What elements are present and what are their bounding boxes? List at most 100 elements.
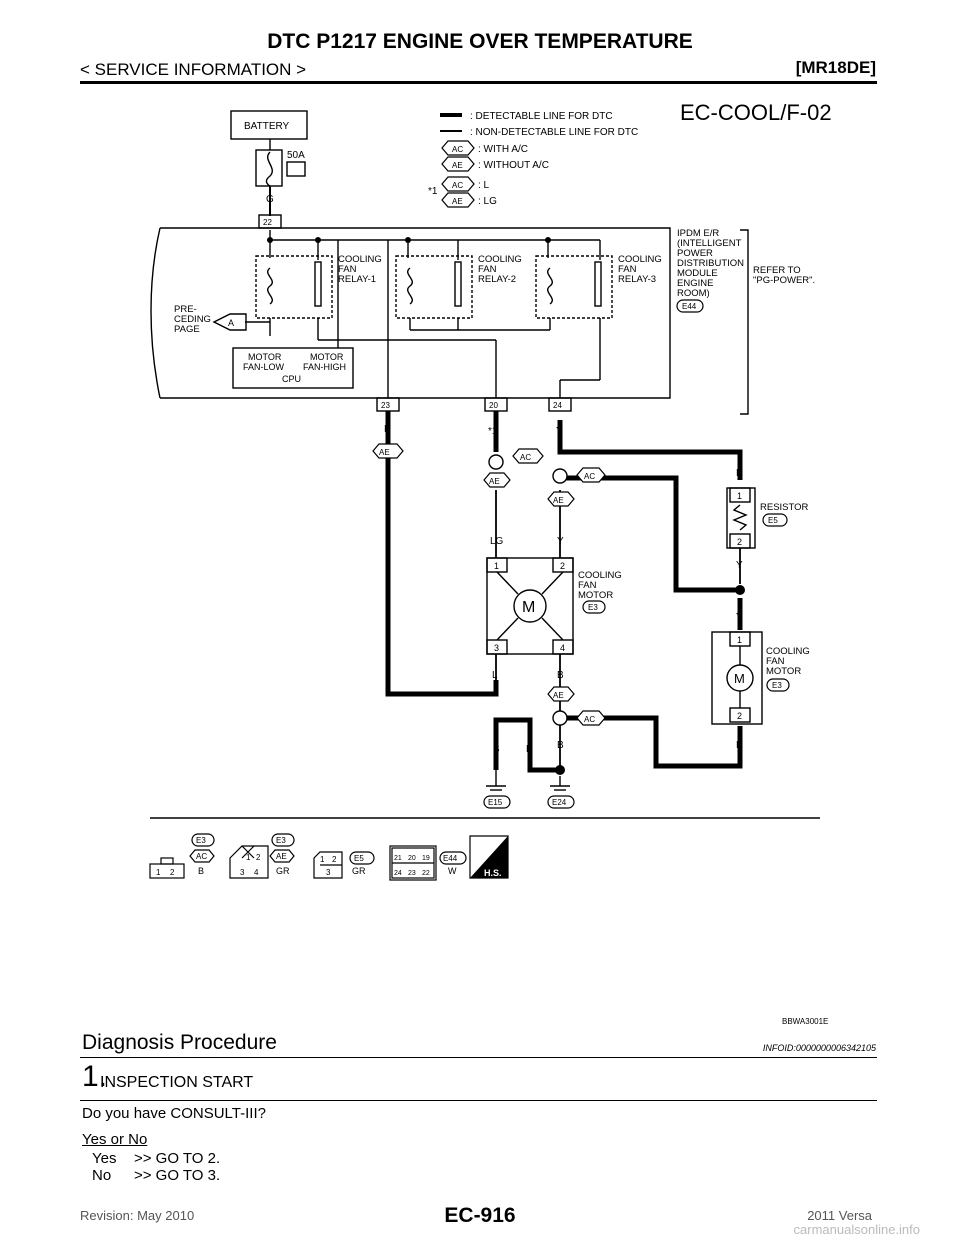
tag-ae-b: AE xyxy=(553,691,564,700)
legend-l: : L xyxy=(478,180,490,191)
answer-yes: Yes >> GO TO 2. xyxy=(92,1150,220,1167)
legend-tag-ac: AC xyxy=(452,145,463,154)
preceding-label-2: CEDING xyxy=(174,314,211,325)
conn-e44-pin20: 20 xyxy=(408,855,416,862)
ipdm-label-5: MODULE xyxy=(677,268,718,279)
harness-side-label: H.S. xyxy=(484,868,502,878)
tag-ac-24: AC xyxy=(584,472,595,481)
motor1-pin-3: 3 xyxy=(494,643,499,653)
conn-e5-color: GR xyxy=(352,866,366,876)
conn-e44-pin19: 19 xyxy=(422,855,430,862)
cpu-fan-low: FAN-LOW xyxy=(243,362,285,372)
answer-yes-key: Yes xyxy=(92,1150,117,1167)
motor1-pin-1: 1 xyxy=(494,561,499,571)
header-divider xyxy=(80,81,877,84)
step-question: Do you have CONSULT-III? xyxy=(82,1105,266,1122)
conn-e3-ae-id: E3 xyxy=(276,836,286,845)
terminal-22: 22 xyxy=(263,218,272,227)
ground-e24: E24 xyxy=(552,798,567,807)
ipdm-label-3: POWER xyxy=(677,248,713,259)
terminal-24: 24 xyxy=(553,401,562,410)
legend-detectable: : DETECTABLE LINE FOR DTC xyxy=(470,111,613,122)
legend-without-ac: : WITHOUT A/C xyxy=(478,160,549,171)
refer-label-2: "PG-POWER". xyxy=(753,275,815,286)
section-title: Diagnosis Procedure xyxy=(82,1031,277,1054)
relay3-label-2: FAN xyxy=(618,264,637,275)
wire-l-resistor: L xyxy=(736,468,742,479)
motor2-pin-2: 2 xyxy=(737,711,742,721)
conn-e44-pin24: 24 xyxy=(394,870,402,877)
motor2-connector: E3 xyxy=(772,681,782,690)
relay2-label-2: FAN xyxy=(478,264,497,275)
wire-y-24: Y xyxy=(556,426,563,437)
motor2-label-3: MOTOR xyxy=(766,666,801,677)
conn-e5-pin2: 2 xyxy=(332,855,337,864)
wire-b-ground1b: B xyxy=(526,744,533,755)
resistor-pin-2: 2 xyxy=(737,537,742,547)
relay1-label-3: RELAY-1 xyxy=(338,274,376,285)
conn-e44-pin23: 23 xyxy=(408,870,416,877)
refer-label-1: REFER TO xyxy=(753,265,801,276)
wire-l-23: L xyxy=(384,424,390,435)
wire-lg: LG xyxy=(490,536,504,547)
tag-ac-20: AC xyxy=(520,453,531,462)
legend-with-ac: : WITH A/C xyxy=(478,144,528,155)
info-id: INFOID:0000000006342105 xyxy=(762,1043,876,1053)
preceding-tag: A xyxy=(228,318,234,328)
wiring-diagram: EC-COOL/F-02 : DETECTABLE LINE FOR DTC :… xyxy=(149,100,832,1026)
cpu-motor-1: MOTOR xyxy=(248,352,282,362)
legend-tag-ae: AE xyxy=(452,161,463,170)
wire-b-ground1: B xyxy=(493,744,500,755)
conn-e3-ae-color: GR xyxy=(276,866,290,876)
legend-star: *1 xyxy=(428,186,438,197)
ipdm-label-7: ROOM) xyxy=(677,288,710,299)
motor1-pin-2: 2 xyxy=(560,561,565,571)
conn-e3-ae-pin3: 3 xyxy=(240,868,245,877)
resistor-label: RESISTOR xyxy=(760,502,809,513)
wire-y: Y xyxy=(557,536,564,547)
resistor-connector: E5 xyxy=(768,516,778,525)
tag-ae-20: AE xyxy=(489,477,500,486)
answer-no: No>> GO TO 3. xyxy=(92,1167,220,1184)
answer-no-key: No xyxy=(92,1167,112,1184)
terminal-20: 20 xyxy=(489,401,498,410)
tag-ac-b: AC xyxy=(584,715,595,724)
tag-ae-24: AE xyxy=(553,496,564,505)
footer-vehicle: 2011 Versa xyxy=(807,1208,872,1223)
cpu-label: CPU xyxy=(282,374,301,384)
legend-tag-ac-2: AC xyxy=(452,181,463,190)
conn-e5-id: E5 xyxy=(354,854,364,863)
page-title: DTC P1217 ENGINE OVER TEMPERATURE xyxy=(267,30,693,53)
conn-e3-ac-pin2: 2 xyxy=(170,868,175,877)
conn-e3-ae-pin2: 2 xyxy=(256,853,261,862)
conn-e3-ac-color: B xyxy=(198,866,204,876)
ipdm-label-1: IPDM E/R xyxy=(677,228,719,239)
ipdm-label-6: ENGINE xyxy=(677,278,713,289)
conn-e3-ac-id: E3 xyxy=(196,836,206,845)
motor2-symbol: M xyxy=(734,671,745,686)
diagram-image-id: BBWA3001E xyxy=(782,1017,828,1026)
cpu-motor-2: MOTOR xyxy=(310,352,344,362)
conn-e5-pin1: 1 xyxy=(320,855,325,864)
tag-ae-23: AE xyxy=(379,448,390,457)
ground-e15: E15 xyxy=(488,798,503,807)
ipdm-label-2: (INTELLIGENT xyxy=(677,238,742,249)
diagram-code: EC-COOL/F-02 xyxy=(680,100,832,125)
conn-e44-pin21: 21 xyxy=(394,855,402,862)
fuse-wire-color: G xyxy=(266,194,274,205)
wire-star-20: *1 xyxy=(488,426,498,437)
conn-e3-ae-pin1: 1 xyxy=(246,853,251,862)
conn-e44-color: W xyxy=(448,866,457,876)
wire-l-bottom: L xyxy=(492,670,498,681)
resistor-pin-1: 1 xyxy=(737,491,742,501)
fuse-label: 50A xyxy=(287,150,305,161)
step-title: INSPECTION START xyxy=(100,1074,254,1091)
legend-lg: : LG xyxy=(478,196,497,207)
answer-yes-text: >> GO TO 2. xyxy=(134,1150,221,1167)
relay1-label-2: FAN xyxy=(338,264,357,275)
wire-b-bottom: B xyxy=(557,670,564,681)
motor1-label-1: COOLING xyxy=(578,570,622,581)
conn-e44-pin22: 22 xyxy=(422,870,430,877)
footer-page-number: EC-916 xyxy=(444,1204,516,1227)
conn-e3-ae-pin4: 4 xyxy=(254,868,259,877)
